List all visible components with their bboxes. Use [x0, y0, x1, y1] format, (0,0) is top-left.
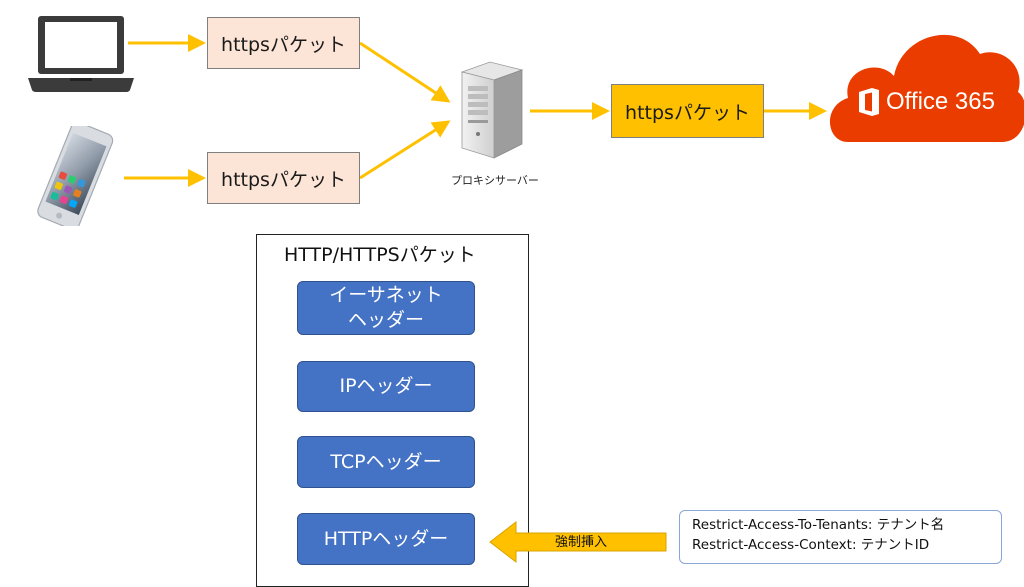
smartphone-icon — [37, 126, 114, 226]
server-icon — [460, 61, 524, 159]
tcp-header: TCPヘッダー — [297, 436, 475, 488]
proxy-server-label: プロキシサーバー — [451, 174, 539, 187]
laptop-icon — [28, 16, 134, 92]
http-header: HTTPヘッダー — [297, 513, 475, 565]
ip-header: IPヘッダー — [297, 361, 475, 412]
https-packet-top: httpsパケット — [207, 17, 360, 69]
restrict-headers-note: Restrict-Access-To-Tenants: テナント名 Restri… — [679, 510, 1002, 564]
insert-arrow-label: 強制挿入 — [555, 535, 608, 550]
insert-arrow — [489, 520, 667, 564]
note-line-tenants: Restrict-Access-To-Tenants: テナント名 — [692, 517, 945, 533]
office-logo-icon — [859, 88, 879, 116]
note-line-context: Restrict-Access-Context: テナントID — [692, 537, 930, 553]
packet-structure-title: HTTP/HTTPSパケット — [284, 244, 476, 266]
office365-cloud-icon — [830, 35, 1024, 142]
office365-label: Office 365 — [886, 88, 995, 115]
https-packet-bottom: httpsパケット — [207, 152, 360, 204]
https-packet-right: httpsパケット — [611, 84, 764, 138]
ethernet-header: イーサネット ヘッダー — [297, 281, 475, 335]
